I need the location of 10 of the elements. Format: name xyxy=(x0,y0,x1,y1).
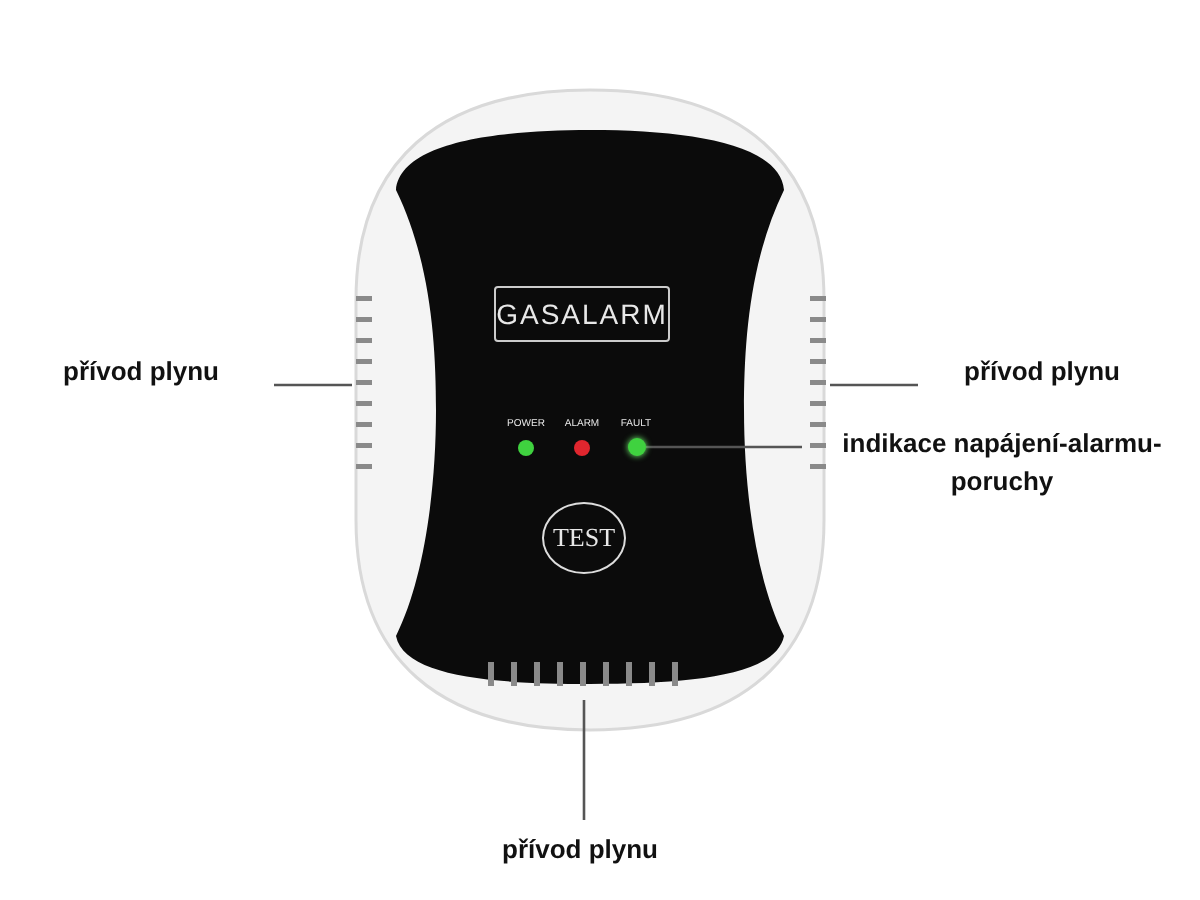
leader-line xyxy=(582,700,586,820)
leader-line xyxy=(274,383,352,387)
callout-label: přívod plynu xyxy=(450,830,710,868)
callout-label: indikace napájení-alarmu-poruchy xyxy=(808,424,1196,504)
callout-label: přívod plynu xyxy=(16,352,266,390)
callout-label: přívod plynu xyxy=(924,352,1160,390)
leader-line xyxy=(646,445,802,449)
leader-line xyxy=(830,383,918,387)
test-button: TEST xyxy=(542,502,626,574)
printed-label: GASALARM xyxy=(494,286,670,342)
